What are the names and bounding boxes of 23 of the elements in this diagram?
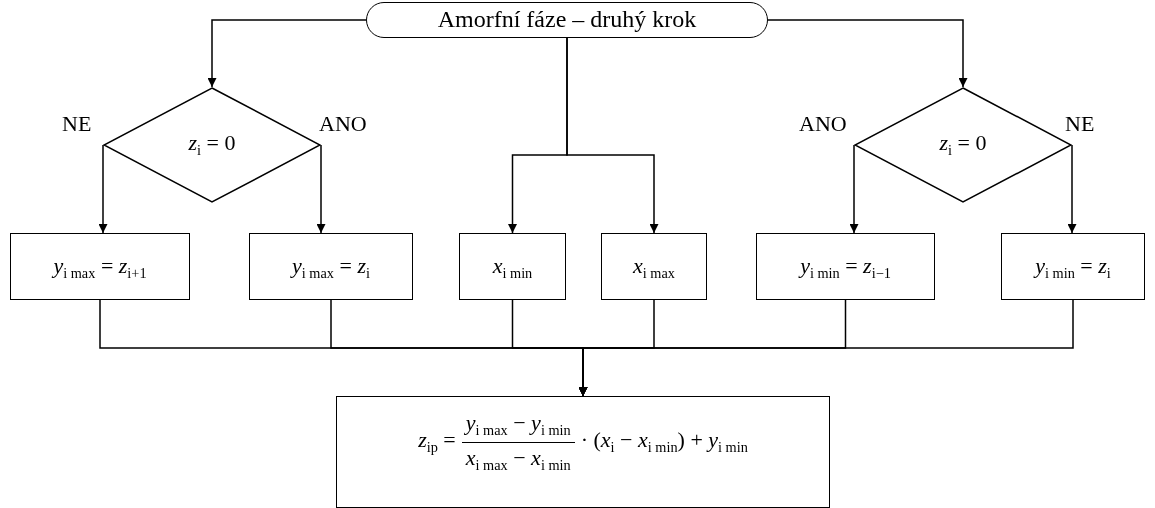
connector-arrow [207,19,367,88]
condition-text: z$_{i}$ = 0 [939,130,987,160]
condition-text: z$_{i}$ = 0 [188,130,236,160]
fraction-numerator: y$_{i max}$ − y$_{i min}$ [461,410,575,443]
connector-arrow [849,144,859,234]
connector-arrow [1067,144,1077,234]
formula-text: · (x$_{i}$ − x$_{i min}$) + y$_{i min}$ [580,427,748,457]
process-box: y$_{i max}$ = z$_{i}$ [249,233,413,300]
process-box: y$_{i max}$ = z$_{i+1}$ [10,233,190,300]
terminator-shape: Amorfní fáze – druhý krok [366,2,768,38]
process-box: x$_{i max}$ [601,233,707,300]
connector-arrow [578,299,1074,397]
connector-arrow [767,19,968,88]
decision-diamond [103,87,321,203]
formula-text: z$_{ip}$ = [418,427,456,457]
formula-box [336,396,830,508]
process-box: y$_{i min}$ = z$_{i}$ [1001,233,1145,300]
fraction-denominator: x$_{i max}$ − x$_{i min}$ [464,443,572,474]
connector-arrow [316,144,326,234]
process-box: y$_{i min}$ = z$_{i−1}$ [756,233,935,300]
connector-arrow [566,37,659,234]
process-box: x$_{i min}$ [459,233,566,300]
connector-arrow [98,144,108,234]
